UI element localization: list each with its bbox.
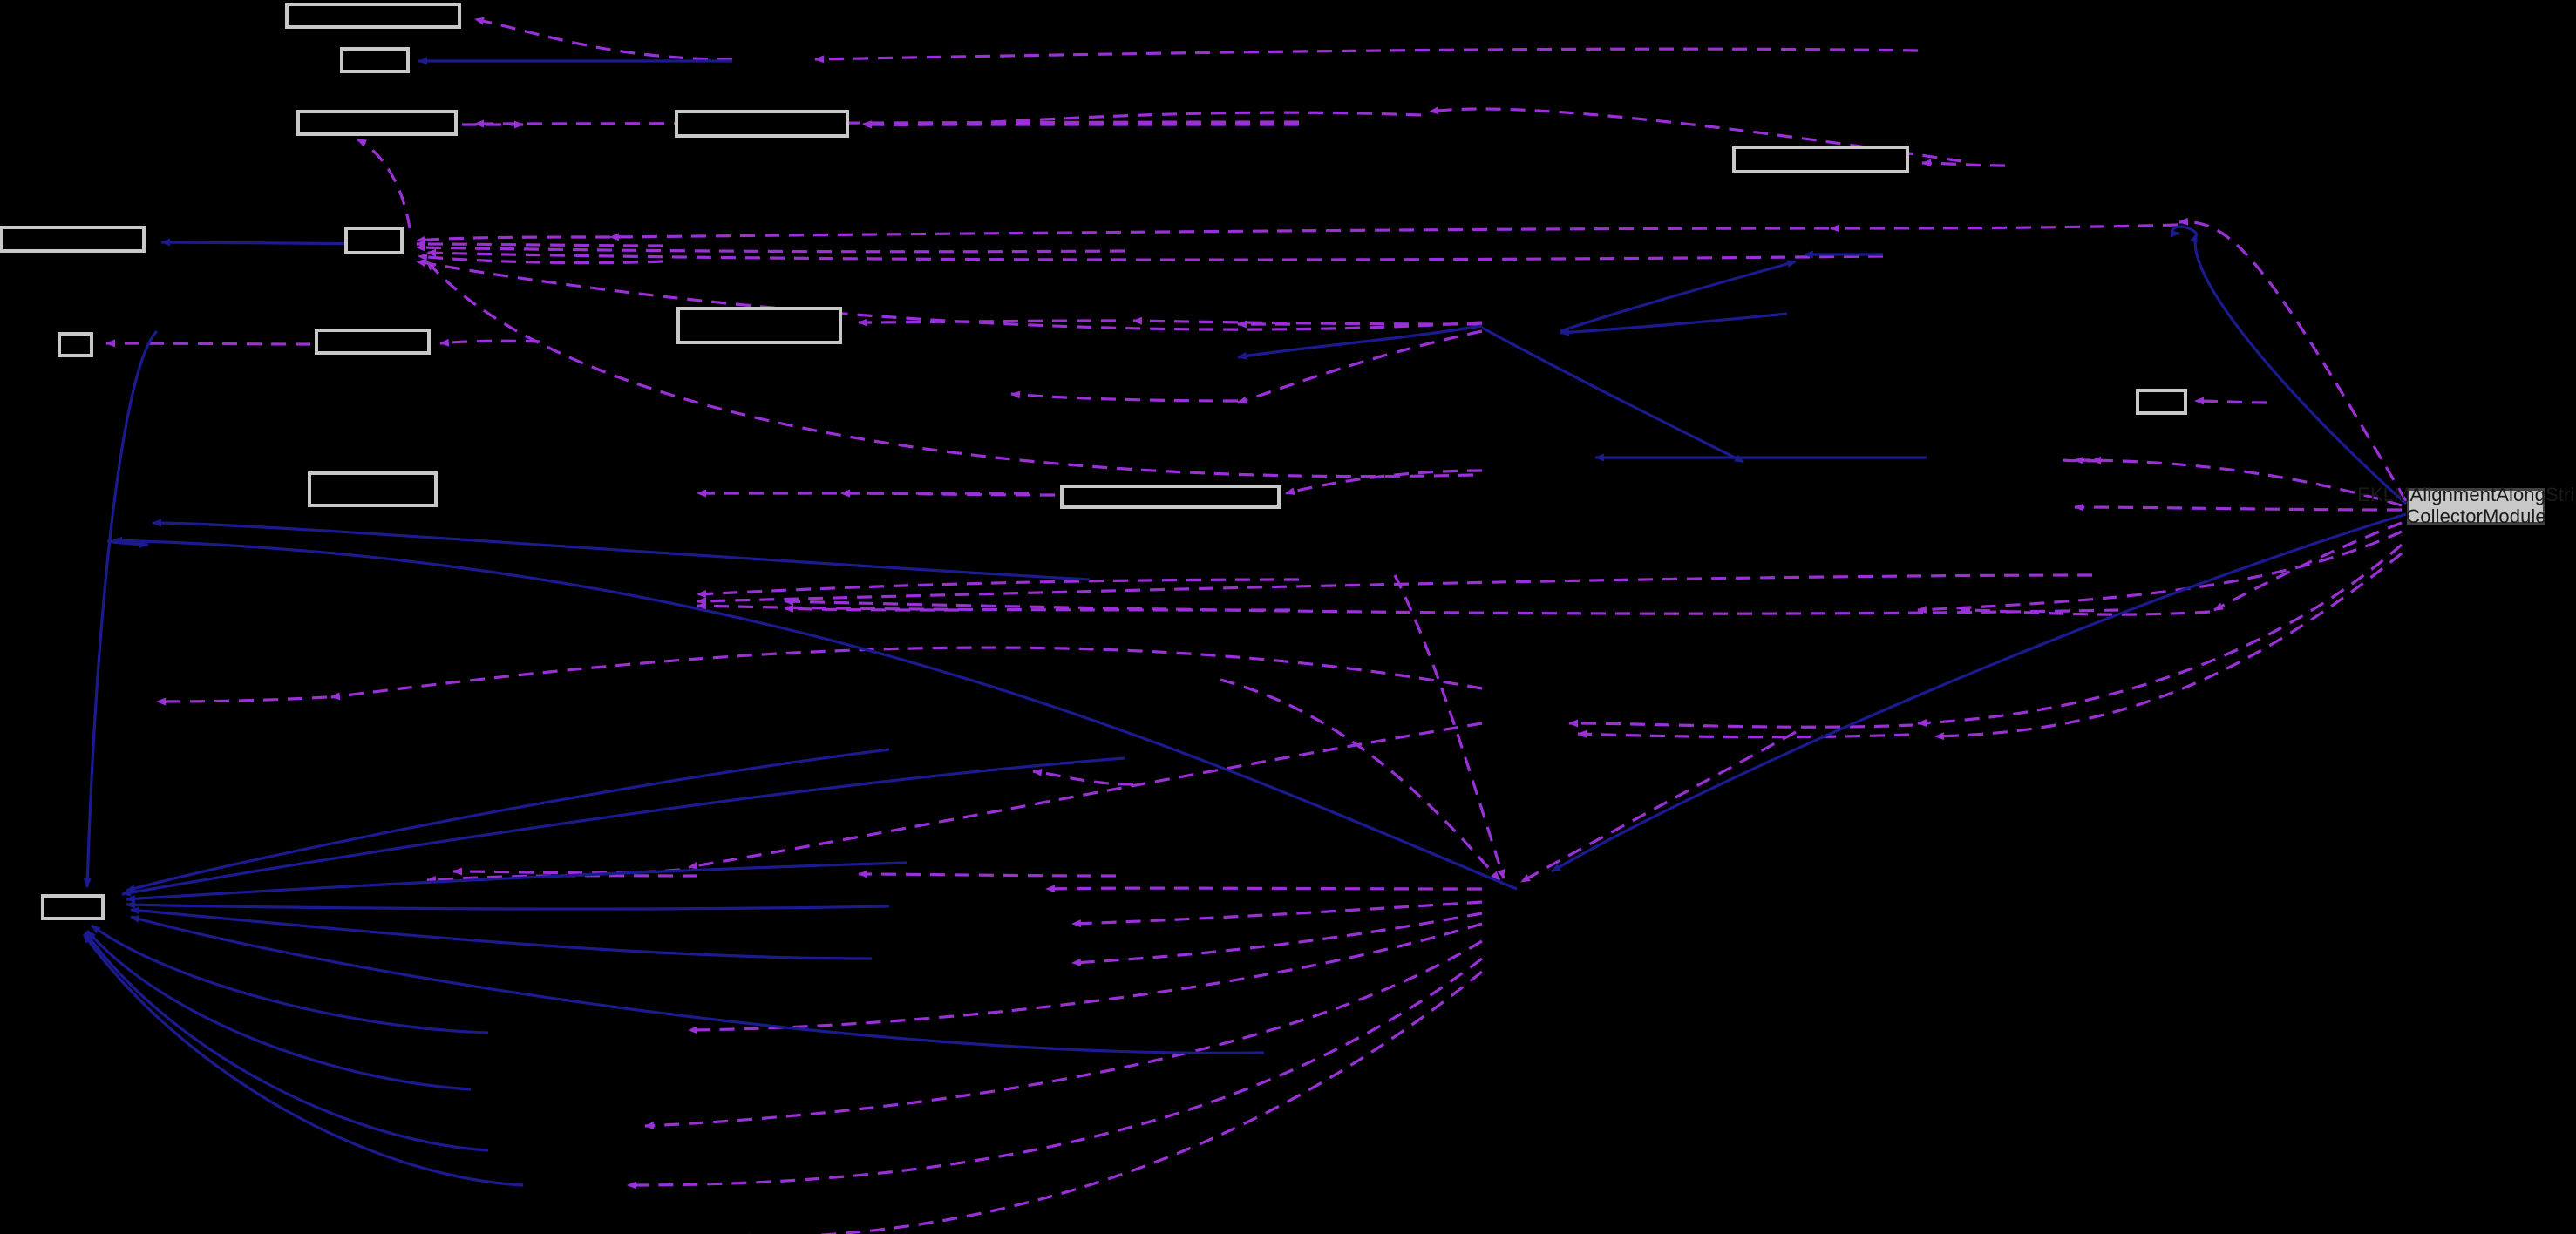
graph-node[interactable] (0, 226, 146, 253)
graph-node[interactable] (58, 332, 93, 357)
graph-node[interactable] (2136, 389, 2187, 415)
graph-node[interactable] (1732, 146, 1909, 173)
graph-node[interactable] (296, 110, 458, 136)
graph-node[interactable] (1060, 485, 1281, 509)
graph-node[interactable] (41, 894, 105, 920)
graph-node[interactable] (285, 3, 461, 29)
graph-node[interactable] (344, 227, 404, 254)
graph-node[interactable] (340, 47, 410, 73)
graph-node[interactable] (308, 471, 438, 507)
graph-node[interactable] (675, 110, 849, 138)
graph-node[interactable] (315, 329, 431, 355)
graph-node[interactable] (676, 307, 842, 344)
